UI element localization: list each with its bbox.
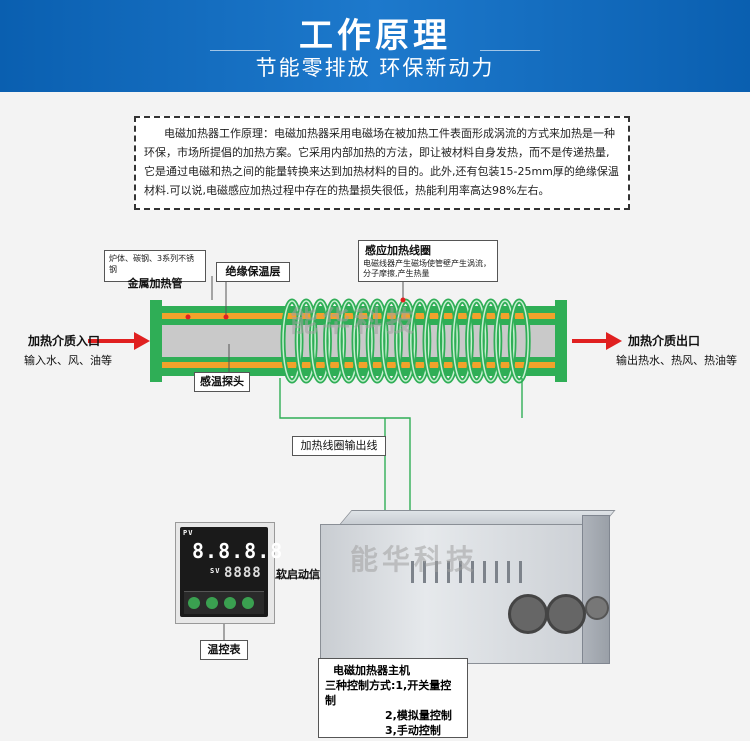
metal-pipe-dot [185, 314, 191, 320]
main-unit-box: 电磁加热器主机 三种控制方式:1,开关量控制 2,模拟量控制 3,手动控制 [318, 658, 468, 738]
right-flange [555, 300, 567, 382]
coil-loop-highlight [495, 300, 515, 382]
inlet-arrow-head [134, 332, 150, 350]
controller-face: PV 8.8.8.8 SV 8888 [180, 527, 282, 617]
down-button-icon[interactable] [224, 597, 236, 609]
coil-loop-highlight [438, 300, 458, 382]
up-button-icon[interactable] [242, 597, 254, 609]
inlet-title: 加热介质入口 [28, 334, 101, 348]
fan-icon-1 [585, 596, 609, 620]
coil-loop-highlight [282, 300, 302, 382]
outlet-arrow-head [606, 332, 622, 350]
unit-side-panel [582, 515, 610, 664]
main-unit-title: 电磁加热器主机 [333, 664, 410, 677]
outlet-title: 加热介质出口 [628, 334, 701, 348]
control-mode-3: 3,手动控制 [385, 724, 441, 737]
vent-slot [423, 561, 426, 583]
title-divider-left [210, 50, 270, 51]
shift-button-icon[interactable] [206, 597, 218, 609]
coil-title: 感应加热线圈 [365, 244, 431, 257]
output-line-label: 加热线圈输出线 [292, 436, 386, 456]
coil-output-line-a [279, 378, 411, 528]
pipe-material-text: 炉体、碳钢、3系列不锈钢 [109, 254, 195, 274]
left-flange [150, 300, 162, 382]
inlet-desc: 输入水、风、油等 [24, 354, 112, 367]
watermark-top: 能华科技 [290, 305, 419, 338]
page-title: 工作原理 [299, 16, 451, 56]
coil-loop-highlight [452, 300, 473, 382]
pv-display: 8.8.8.8 [192, 539, 284, 563]
coil-loop-highlight [367, 300, 387, 382]
fan-icon-3 [546, 594, 586, 634]
vent-slot [483, 561, 486, 583]
control-mode-1: 三种控制方式:1,开关量控制 [325, 679, 452, 707]
coil-loop-highlight [310, 300, 331, 382]
title-divider-right [480, 50, 540, 51]
vent-slot [507, 561, 510, 583]
unit-body [320, 524, 584, 664]
coil-loop-highlight [296, 300, 316, 382]
vent-grille [411, 561, 531, 585]
coil-loop-highlight [395, 300, 416, 382]
insulation-dot [223, 314, 229, 320]
outlet-desc: 输出热水、热风、热油等 [616, 354, 737, 367]
header-banner: 工作原理 节能零排放 环保新动力 [0, 0, 750, 92]
vent-slot [411, 561, 414, 583]
metal-pipe-label: 炉体、碳钢、3系列不锈钢 金属加热管 [104, 250, 206, 290]
vent-slot [459, 561, 462, 583]
controller-button-row [184, 591, 264, 614]
coil-dot [400, 297, 406, 303]
sensor-label: 感温探头 [194, 372, 250, 392]
sv-label: SV [210, 567, 221, 575]
coil-desc: 电磁线器产生磁场使管壁产生涡流，分子摩擦,产生热量 [363, 259, 491, 278]
coil-loop-highlight [353, 300, 373, 382]
coil-loop-highlight [424, 300, 444, 382]
vent-slot [519, 561, 522, 583]
watermark-bottom: 能华科技 [350, 543, 479, 576]
vent-slot [471, 561, 474, 583]
coil-loop-highlight [509, 300, 529, 382]
insulation-label: 绝缘保温层 [216, 262, 290, 282]
heater-main-unit [320, 510, 616, 665]
coil-loop-highlight [381, 300, 402, 382]
metal-pipe-text: 金属加热管 [127, 277, 183, 290]
fan-icon-2 [508, 594, 548, 634]
vent-slot [435, 561, 438, 583]
sv-display: 8888 [224, 565, 262, 581]
set-button-icon[interactable] [188, 597, 200, 609]
pv-label: PV [183, 529, 194, 537]
page-subtitle: 节能零排放 环保新动力 [255, 56, 495, 80]
coil-loop-highlight [410, 300, 430, 382]
coil-loop-highlight [339, 300, 359, 382]
principle-description: 电磁加热器工作原理：电磁加热器采用电磁场在被加热工件表面形成涡流的方式来加热是一… [134, 116, 630, 210]
control-mode-2: 2,模拟量控制 [385, 709, 452, 722]
controller-label: 温控表 [200, 640, 248, 660]
temperature-controller: PV 8.8.8.8 SV 8888 [175, 522, 282, 624]
coil-loop-highlight [481, 300, 501, 382]
vent-slot [495, 561, 498, 583]
coil-label: 感应加热线圈 电磁线器产生磁场使管壁产生涡流，分子摩擦,产生热量 [358, 240, 498, 282]
coil-loop-highlight [466, 300, 487, 382]
coil-loop-highlight [324, 300, 345, 382]
induction-coil [280, 298, 531, 384]
vent-slot [447, 561, 450, 583]
